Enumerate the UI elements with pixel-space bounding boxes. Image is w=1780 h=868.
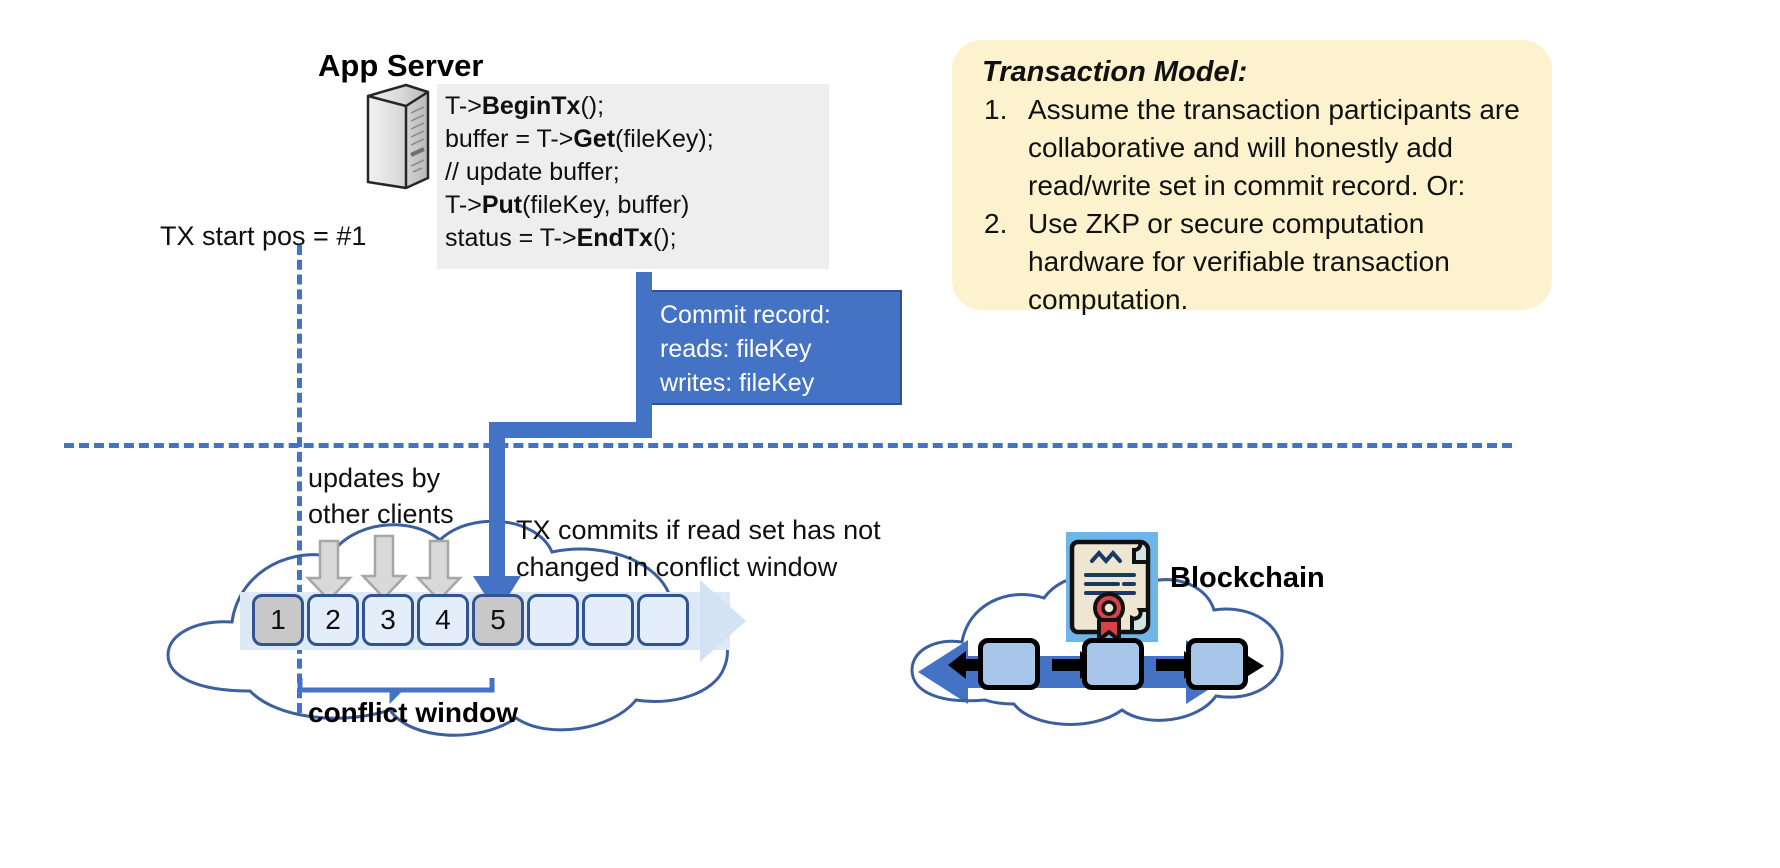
list-text-1: Assume the transaction participants are …	[1028, 94, 1520, 201]
updates-by-other-clients-label: updates by other clients	[308, 460, 454, 532]
transaction-model-list: 1. Assume the transaction participants a…	[982, 91, 1526, 319]
layer-separator-dashed-line	[64, 443, 1512, 448]
ledger-cell-7[interactable]	[582, 594, 634, 646]
transaction-model-title: Transaction Model:	[982, 56, 1248, 88]
updates-label-line-2: other clients	[308, 499, 454, 529]
server-icon	[366, 83, 430, 190]
commit-record-line-3: writes: fileKey	[660, 369, 815, 397]
ledger-cell-6[interactable]	[527, 594, 579, 646]
code-line-2: buffer = T->Get(fileKey);	[445, 125, 714, 153]
tx-start-pos-label: TX start pos = #1	[160, 221, 367, 251]
blockchain-block-2[interactable]	[1082, 638, 1144, 690]
updates-label-line-1: updates by	[308, 463, 441, 493]
blockchain-label: Blockchain	[1170, 562, 1325, 594]
tx-commits-line-1: TX commits if read set has not	[516, 515, 881, 545]
list-text-2: Use ZKP or secure computation hardware f…	[1028, 208, 1450, 315]
tx-commits-condition-label: TX commits if read set has not changed i…	[516, 512, 881, 586]
code-line-5: status = T->EndTx();	[445, 224, 677, 252]
conflict-window-label: conflict window	[308, 697, 518, 728]
commit-record-line-1: Commit record:	[660, 301, 831, 329]
commit-record-line-2: reads: fileKey	[660, 335, 812, 363]
blockchain-block-3[interactable]	[1186, 638, 1248, 690]
ledger-cell-2[interactable]: 2	[307, 594, 359, 646]
list-number-2: 2.	[984, 208, 1008, 239]
code-line-1: T->BeginTx();	[445, 92, 605, 120]
transaction-model-callout: Transaction Model: 1. Assume the transac…	[952, 40, 1552, 315]
certificate-icon	[1066, 532, 1158, 642]
tx-start-dashed-line	[297, 245, 302, 713]
tx-commits-line-2: changed in conflict window	[516, 552, 838, 582]
code-line-3: // update buffer;	[445, 158, 620, 186]
ledger-cell-3[interactable]: 3	[362, 594, 414, 646]
ledger-cell-1[interactable]: 1	[252, 594, 304, 646]
ledger-cell-5[interactable]: 5	[472, 594, 524, 646]
transaction-model-item-2: 2. Use ZKP or secure computation hardwar…	[982, 205, 1526, 319]
app-server-title: App Server	[318, 48, 484, 83]
commit-record-box: Commit record: reads: fileKey writes: fi…	[644, 290, 902, 405]
ledger-cell-4[interactable]: 4	[417, 594, 469, 646]
list-number-1: 1.	[984, 94, 1008, 125]
transaction-model-item-1: 1. Assume the transaction participants a…	[982, 91, 1526, 205]
code-line-4: T->Put(fileKey, buffer)	[445, 191, 690, 219]
ledger-cell-8[interactable]	[637, 594, 689, 646]
blockchain-block-1[interactable]	[978, 638, 1040, 690]
code-snippet-box: T->BeginTx(); buffer = T->Get(fileKey); …	[437, 84, 829, 269]
